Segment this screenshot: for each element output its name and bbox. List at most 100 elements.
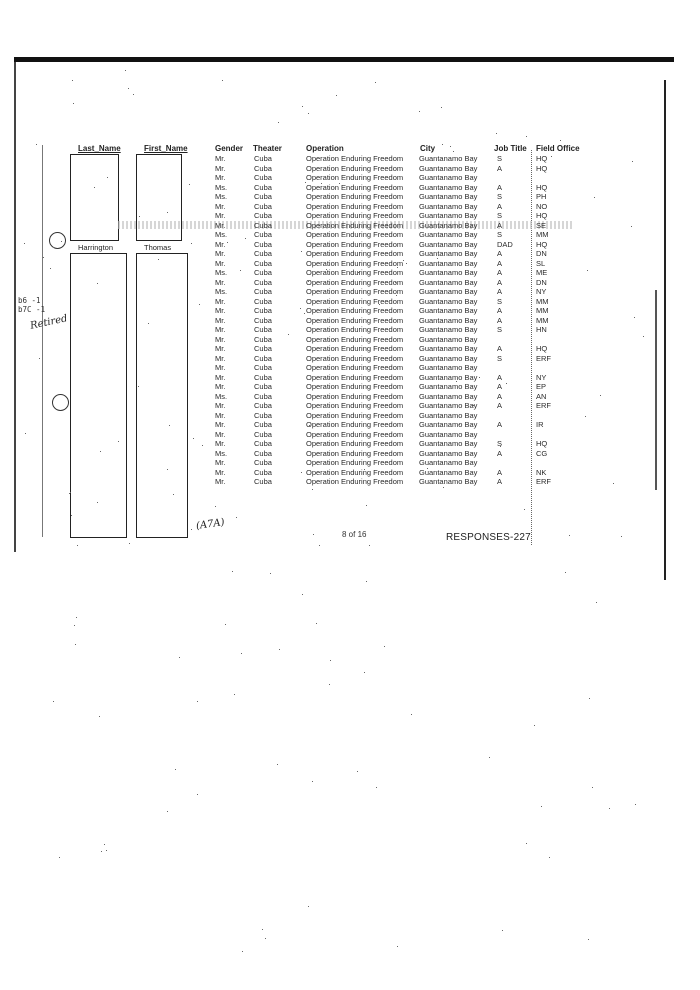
scan-speck [396,945,398,947]
cell-gender: Mr. [215,325,226,334]
cell-job-title: S [497,154,503,163]
cell-field-office: AN [536,391,547,401]
scan-speck [301,106,303,108]
cell-gender: Mr. [215,211,226,220]
scan-speck [584,416,586,418]
scan-speck [190,529,192,531]
cell-city: Guantanamo Bay [419,448,478,458]
cell-gender: Mr. [215,429,226,439]
cell-gender: Mr. [215,363,226,372]
redaction-box-last-name-lower [70,253,127,538]
scan-speck [426,468,428,470]
scan-speck [188,183,190,185]
cell-city: Guantanamo Bay [419,287,478,296]
cell-gender: Ms. [215,268,228,277]
scan-speck [541,805,543,807]
scan-speck [596,601,598,603]
scan-speck [73,102,75,104]
header-gender: Gender [215,144,244,153]
scan-speck [300,472,302,474]
cell-city: Guantanamo Bay [419,401,478,410]
cell-theater: Cuba [254,467,272,477]
scan-speck [613,482,615,484]
scan-noise-band [118,221,574,229]
cell-theater: Cuba [254,458,272,467]
scan-speck [196,701,198,703]
cell-theater: Cuba [254,325,272,334]
scan-speck [178,657,180,659]
cell-gender: Mr. [215,477,226,486]
scan-speck [69,492,71,494]
cell-field-office: PH [536,192,547,201]
header-operation: Operation [306,144,344,153]
cell-theater: Cuba [254,315,272,325]
scan-speck [600,395,602,397]
cell-job-title: A [497,163,503,173]
scan-speck [365,581,367,583]
cell-theater: Cuba [254,410,272,420]
cell-theater: Cuba [254,277,272,287]
scan-speck [397,267,399,269]
cell-field-office: NY [536,287,547,296]
cell-operation: Operation Enduring Freedom [306,420,404,429]
cell-theater: Cuba [254,344,272,353]
cell-operation: Operation Enduring Freedom [306,277,404,287]
header-job-title: Job Title [494,144,527,153]
cell-gender: Mr. [215,154,226,163]
scan-speck [139,215,141,217]
cell-gender: Mr. [215,201,226,211]
scan-speck [569,534,571,536]
scan-speck [525,843,527,845]
cell-theater: Cuba [254,154,272,163]
cell-field-office: HQ [536,439,548,448]
scan-speck [523,509,525,511]
cell-theater: Cuba [254,353,272,363]
cell-operation: Operation Enduring Freedom [306,477,404,486]
cell-job-title: A [497,401,503,410]
cell-city: Guantanamo Bay [419,192,478,201]
scan-speck [240,270,242,272]
cell-gender: Ms. [215,391,228,401]
cell-theater: Cuba [254,287,272,296]
scan-speck [495,133,497,135]
cell-job-title: DAD [497,239,513,249]
scan-speck [631,225,633,227]
scan-speck [301,251,303,253]
cell-operation: Operation Enduring Freedom [306,401,404,410]
cell-gender: Mr. [215,173,226,182]
scan-speck [458,423,460,425]
cell-gender: Ms. [215,230,228,239]
cell-theater: Cuba [254,363,272,372]
cell-theater: Cuba [254,429,272,439]
cell-field-office: HQ [536,211,548,220]
cell-city: Guantanamo Bay [419,201,478,211]
scan-speck [75,616,77,618]
scan-speck [107,177,109,179]
cell-city: Guantanamo Bay [419,211,478,220]
cell-operation: Operation Enduring Freedom [306,154,404,163]
scan-speck [551,155,553,157]
cell-city: Guantanamo Bay [419,420,478,429]
scan-speck [437,257,439,259]
scan-speck [378,303,380,305]
redaction-box-last-name-upper [70,154,119,241]
scan-speck [97,283,99,285]
cell-city: Guantanamo Bay [419,344,478,353]
scan-speck [35,144,37,146]
cell-field-office: ERF [536,477,551,486]
cell-city: Guantanamo Bay [419,249,478,258]
cell-gender: Mr. [215,467,226,477]
cell-operation: Operation Enduring Freedom [306,306,404,315]
cell-city: Guantanamo Bay [419,268,478,277]
cell-gender: Mr. [215,296,226,306]
cell-gender: Mr. [215,401,226,410]
page-right-border [664,80,666,580]
cell-city: Guantanamo Bay [419,372,478,382]
scan-speck [642,336,644,338]
scan-speck [374,81,376,83]
